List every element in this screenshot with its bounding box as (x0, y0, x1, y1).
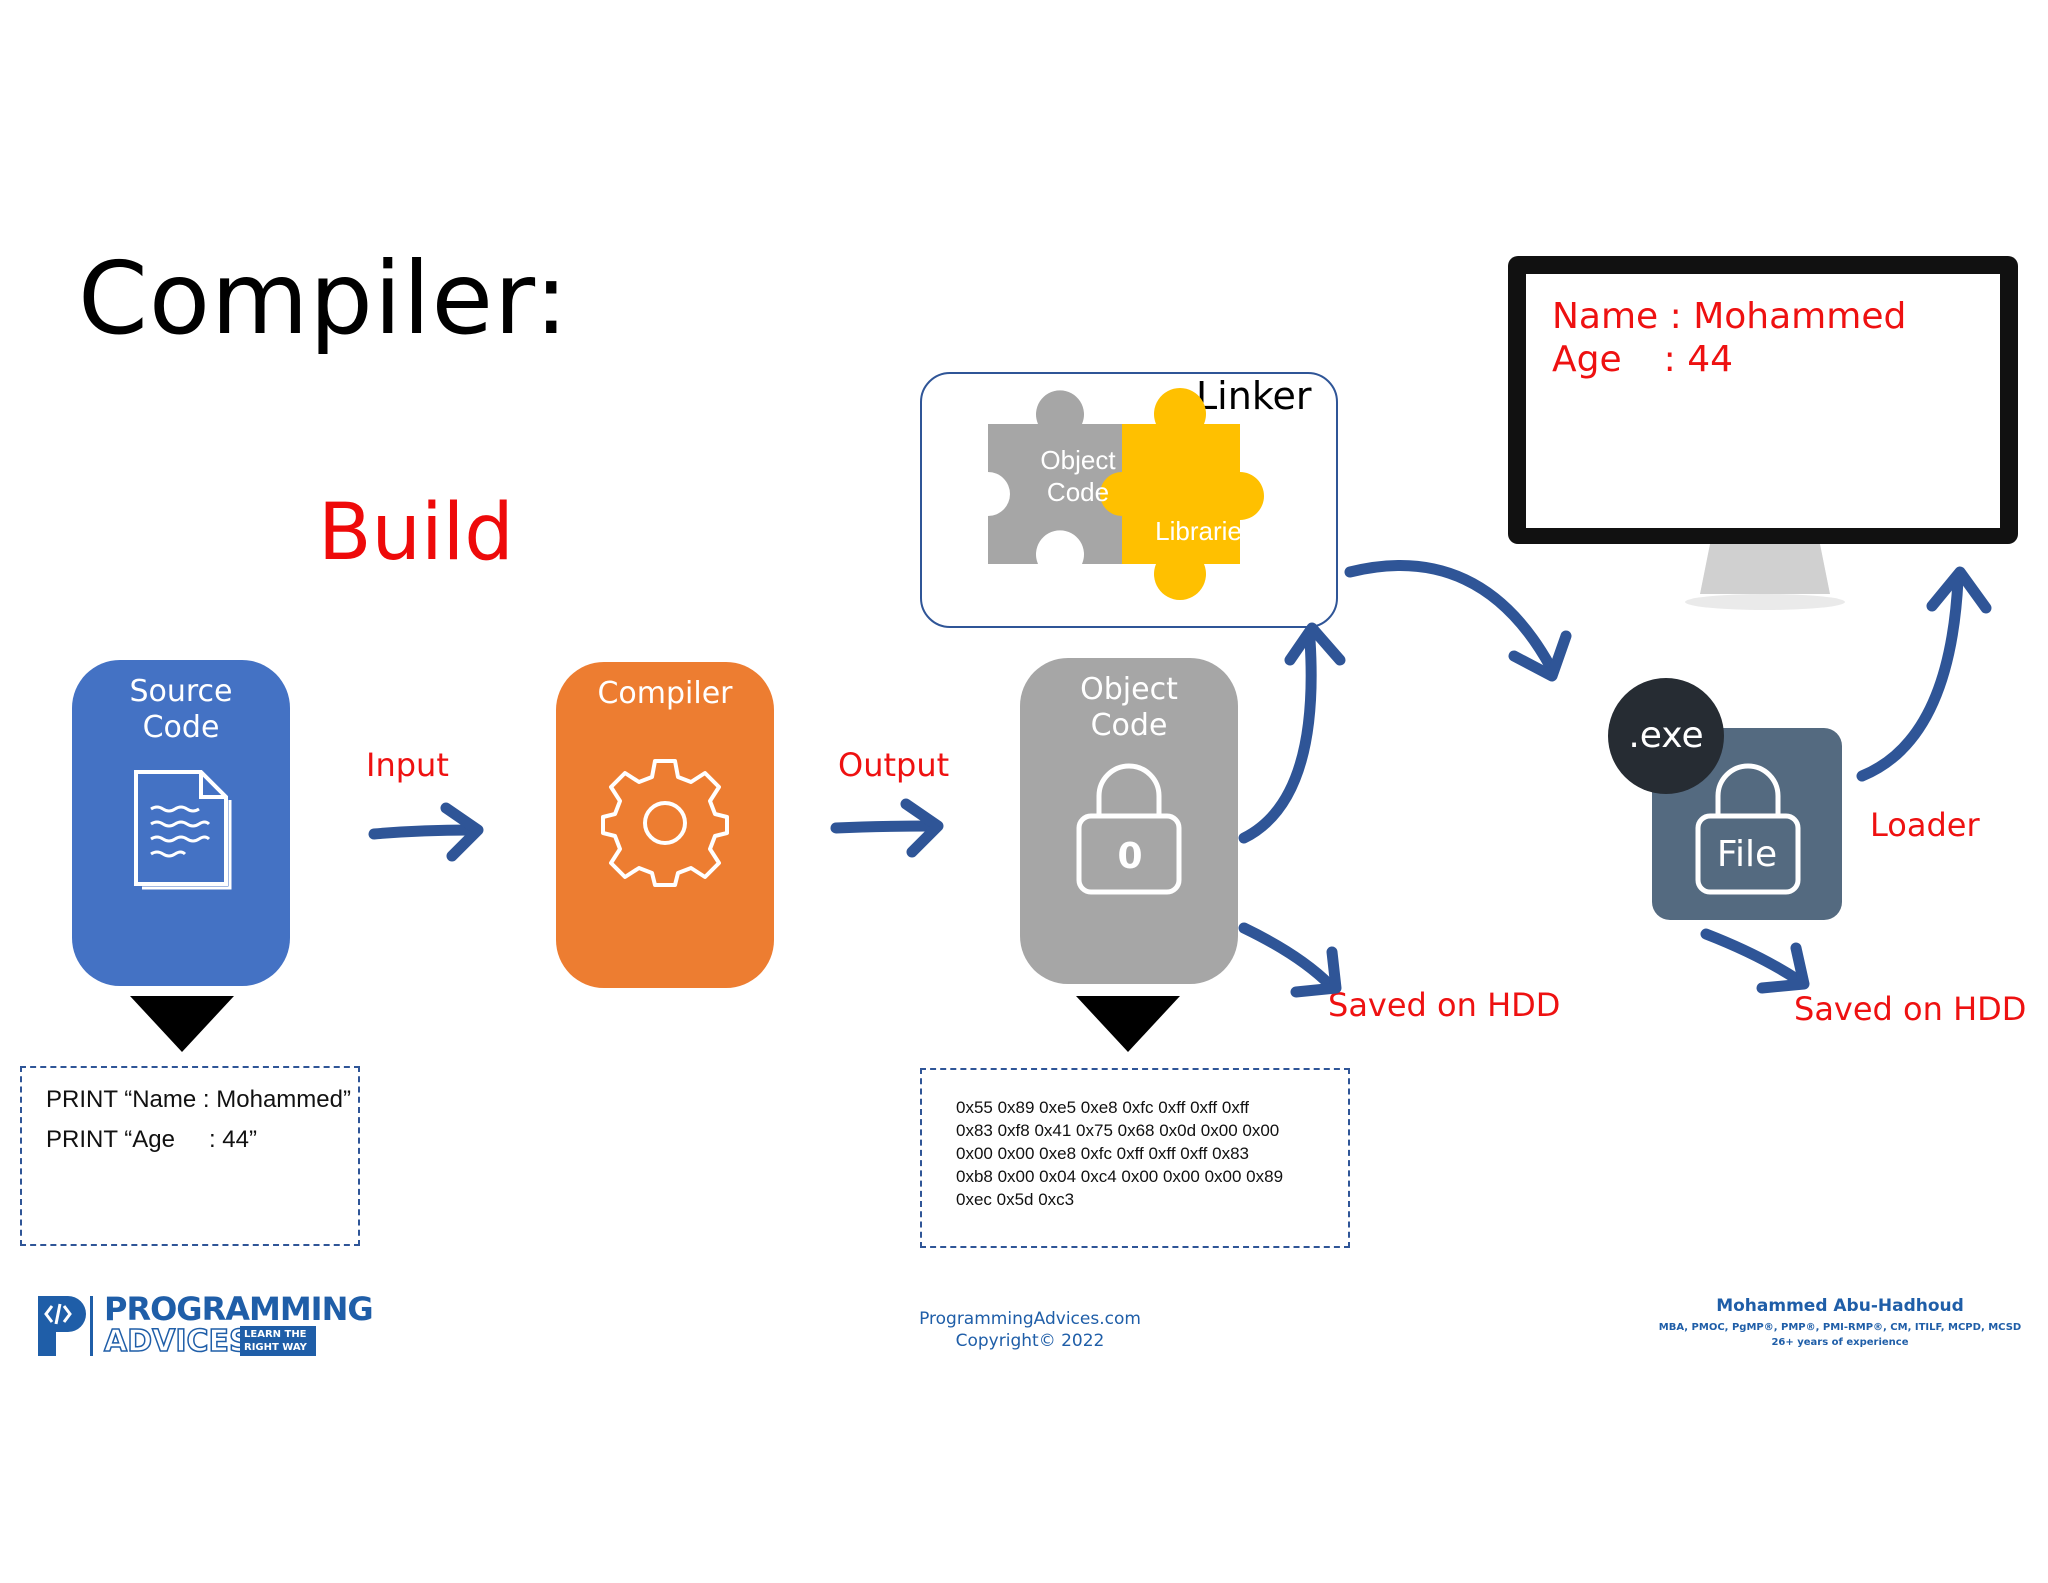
screen-line-2: Age: 44 (1552, 339, 1734, 380)
source-pointer-triangle (130, 996, 234, 1052)
loader-arrow (1856, 574, 1964, 782)
input-arrow-head (440, 802, 484, 862)
lock-text: 0 (1117, 836, 1143, 877)
code-line-2: PRINT “Age: 44” (46, 1126, 257, 1153)
machine-code-box: 0x55 0x89 0xe5 0xe8 0xfc 0xff 0xff 0xff … (920, 1068, 1350, 1248)
author-credentials: MBA, PMOC, PgMP®, PMP®, PMI-RMP®, CM, IT… (1658, 1322, 2022, 1333)
source-code-box: PRINT “Name : Mohammed” PRINT “Age: 44” (20, 1066, 360, 1246)
linker-to-exe-arrow (1344, 560, 1556, 672)
linker-to-exe-arrow-head (1508, 630, 1572, 682)
hex-line: 0x83 0xf8 0x41 0x75 0x68 0x0d 0x00 0x00 (956, 1121, 1280, 1140)
lock-icon (1695, 763, 1801, 895)
loader-arrow-head (1926, 566, 1992, 614)
file-label: File (1716, 834, 1778, 875)
save-exe-arrow-head (1756, 942, 1810, 994)
saved-on-hdd-label-2: Saved on HDD (1794, 990, 2027, 1028)
save-object-arrow (1238, 922, 1336, 991)
input-arrow (368, 824, 476, 840)
loader-label: Loader (1870, 806, 1980, 844)
programming-advices-logo-icon (38, 1296, 86, 1356)
output-arrow (830, 820, 936, 834)
author-block: Mohammed Abu-Hadhoud MBA, PMOC, PgMP®, P… (1640, 1296, 2040, 1348)
author-name: Mohammed Abu-Hadhoud (1716, 1296, 1964, 1316)
monitor-stand (1685, 544, 1845, 610)
hex-line: 0x55 0x89 0xe5 0xe8 0xfc 0xff 0xff 0xff (956, 1098, 1249, 1117)
logo-word-programming: PROGRAMMING (104, 1290, 374, 1328)
save-exe-arrow (1700, 928, 1804, 986)
hex-line: 0x00 0x00 0xe8 0xfc 0xff 0xff 0xff 0x83 (956, 1144, 1249, 1163)
object-pointer-triangle (1076, 996, 1180, 1052)
input-label: Input (366, 746, 449, 784)
logo-divider (90, 1296, 93, 1356)
linker-label: Linker (1196, 374, 1312, 418)
to-linker-arrow-head (1284, 622, 1346, 666)
hex-line: 0xb8 0x00 0x04 0xc4 0x00 0x00 0x00 0x89 (956, 1167, 1284, 1186)
puzzle-libraries-label: Libraries (1155, 516, 1255, 546)
build-label: Build (318, 488, 514, 578)
save-object-arrow-head (1290, 946, 1342, 998)
compiler-label: Compiler (597, 676, 733, 711)
screen-line-1: Name : Mohammed (1552, 296, 1907, 337)
to-linker-arrow (1238, 634, 1317, 844)
exe-badge: .exe (1608, 678, 1724, 794)
page-title: Compiler: (78, 240, 570, 357)
monitor-screen: Name : Mohammed Age: 44 (1526, 274, 2000, 528)
puzzle-icon (988, 388, 1264, 600)
code-line-1: PRINT “Name : Mohammed” (46, 1086, 351, 1113)
output-label: Output (838, 746, 950, 784)
document-icon (134, 770, 232, 890)
output-arrow-head (900, 798, 944, 858)
author-experience: 26+ years of experience (1771, 1337, 1909, 1348)
hex-line: 0xec 0x5d 0xc3 (956, 1190, 1075, 1209)
lock-icon (1076, 763, 1182, 895)
compiler-card: Compiler (556, 662, 774, 988)
saved-on-hdd-label-1: Saved on HDD (1328, 986, 1561, 1024)
logo-word-advices: ADVICES (103, 1323, 251, 1360)
gear-icon (601, 759, 729, 887)
